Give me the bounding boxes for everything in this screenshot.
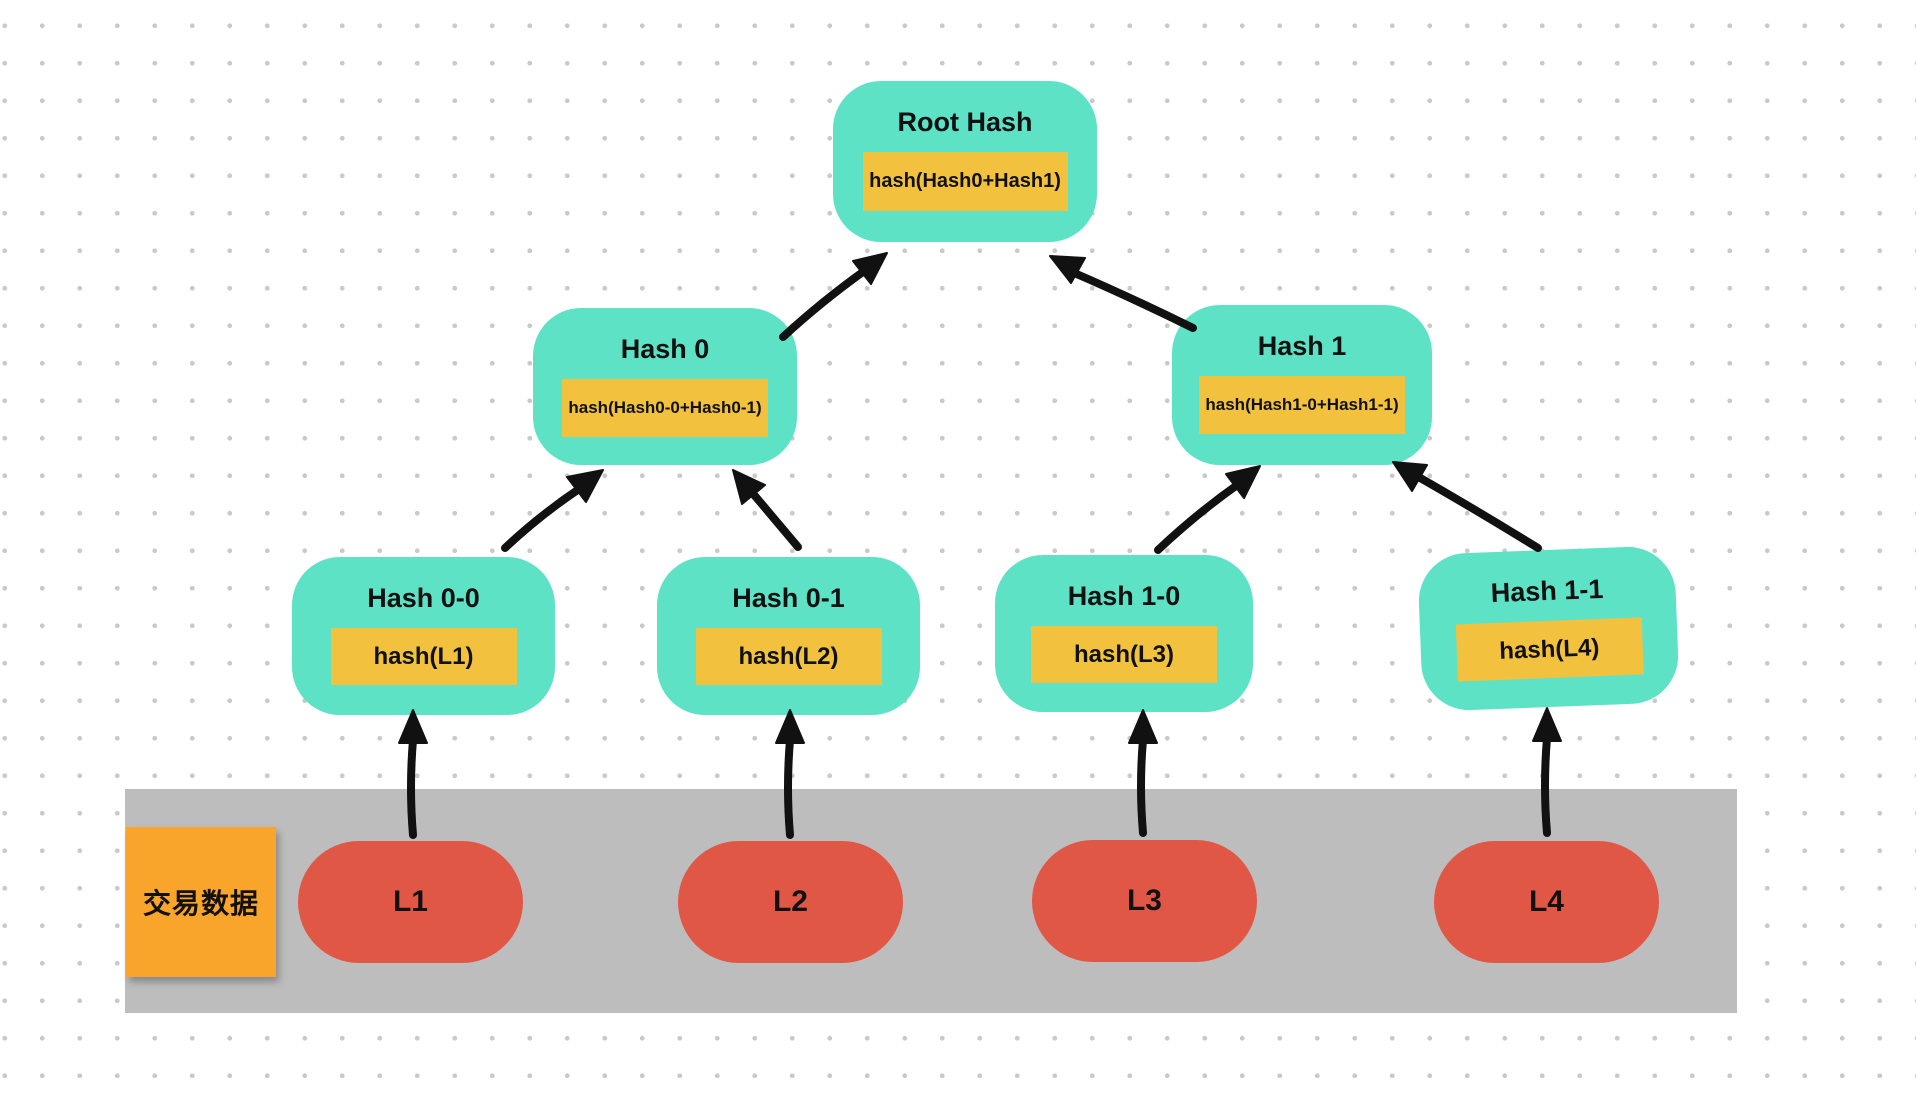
node-title: Hash 1 <box>1257 331 1347 361</box>
node-title: Root Hash <box>897 107 1033 137</box>
hash1-0-node[interactable]: Hash 1-0 hash(L3) <box>995 555 1253 712</box>
hash-formula-label: hash(L4) <box>1455 617 1644 682</box>
hash0-node[interactable]: Hash 0 hash(Hash0-0+Hash0-1) <box>533 308 797 465</box>
hash-formula-label: hash(Hash1-0+Hash1-1) <box>1199 376 1405 434</box>
arrow-hash1-to-root[interactable] <box>1049 255 1197 332</box>
node-title: Hash 0-1 <box>732 583 845 613</box>
sticky-note[interactable]: 交易数据 <box>126 827 276 977</box>
leaf-node-l3[interactable]: L3 <box>1032 840 1257 962</box>
hash1-1-node[interactable]: Hash 1-1 hash(L4) <box>1417 545 1680 712</box>
hash-formula-label: hash(L3) <box>1031 626 1217 683</box>
node-title: Hash 1-0 <box>1067 581 1181 611</box>
arrow-hash0-to-root[interactable] <box>779 252 888 341</box>
leaf-node-l1[interactable]: L1 <box>298 841 523 963</box>
arrow-hash11-to-hash1[interactable] <box>1392 461 1542 552</box>
arrow-hash10-to-hash1[interactable] <box>1154 465 1261 554</box>
leaf-label: L3 <box>1126 884 1162 917</box>
hash-formula-label: hash(Hash0+Hash1) <box>862 152 1068 211</box>
hash-formula-label: hash(Hash0-0+Hash0-1) <box>562 379 768 437</box>
hash1-node[interactable]: Hash 1 hash(Hash1-0+Hash1-1) <box>1172 305 1432 465</box>
hash-formula-label: hash(L1) <box>330 628 517 685</box>
hash0-1-node[interactable]: Hash 0-1 hash(L2) <box>657 557 920 715</box>
arrow-hash01-to-hash0[interactable] <box>732 469 802 551</box>
arrow-hash00-to-hash0[interactable] <box>501 469 604 552</box>
hash-formula-label: hash(L2) <box>695 628 882 685</box>
leaf-label: L1 <box>392 885 428 918</box>
node-title: Hash 0-0 <box>367 583 480 613</box>
node-title: Hash 1-1 <box>1490 573 1604 609</box>
leaf-label: L2 <box>772 885 808 918</box>
node-title: Hash 0 <box>620 334 710 364</box>
leaf-label: L4 <box>1528 885 1564 918</box>
leaf-node-l2[interactable]: L2 <box>678 841 903 963</box>
hash0-0-node[interactable]: Hash 0-0 hash(L1) <box>292 557 555 715</box>
sticky-note-text: 交易数据 <box>142 888 259 919</box>
leaf-node-l4[interactable]: L4 <box>1434 841 1659 963</box>
root-hash-node[interactable]: Root Hash hash(Hash0+Hash1) <box>833 81 1097 242</box>
